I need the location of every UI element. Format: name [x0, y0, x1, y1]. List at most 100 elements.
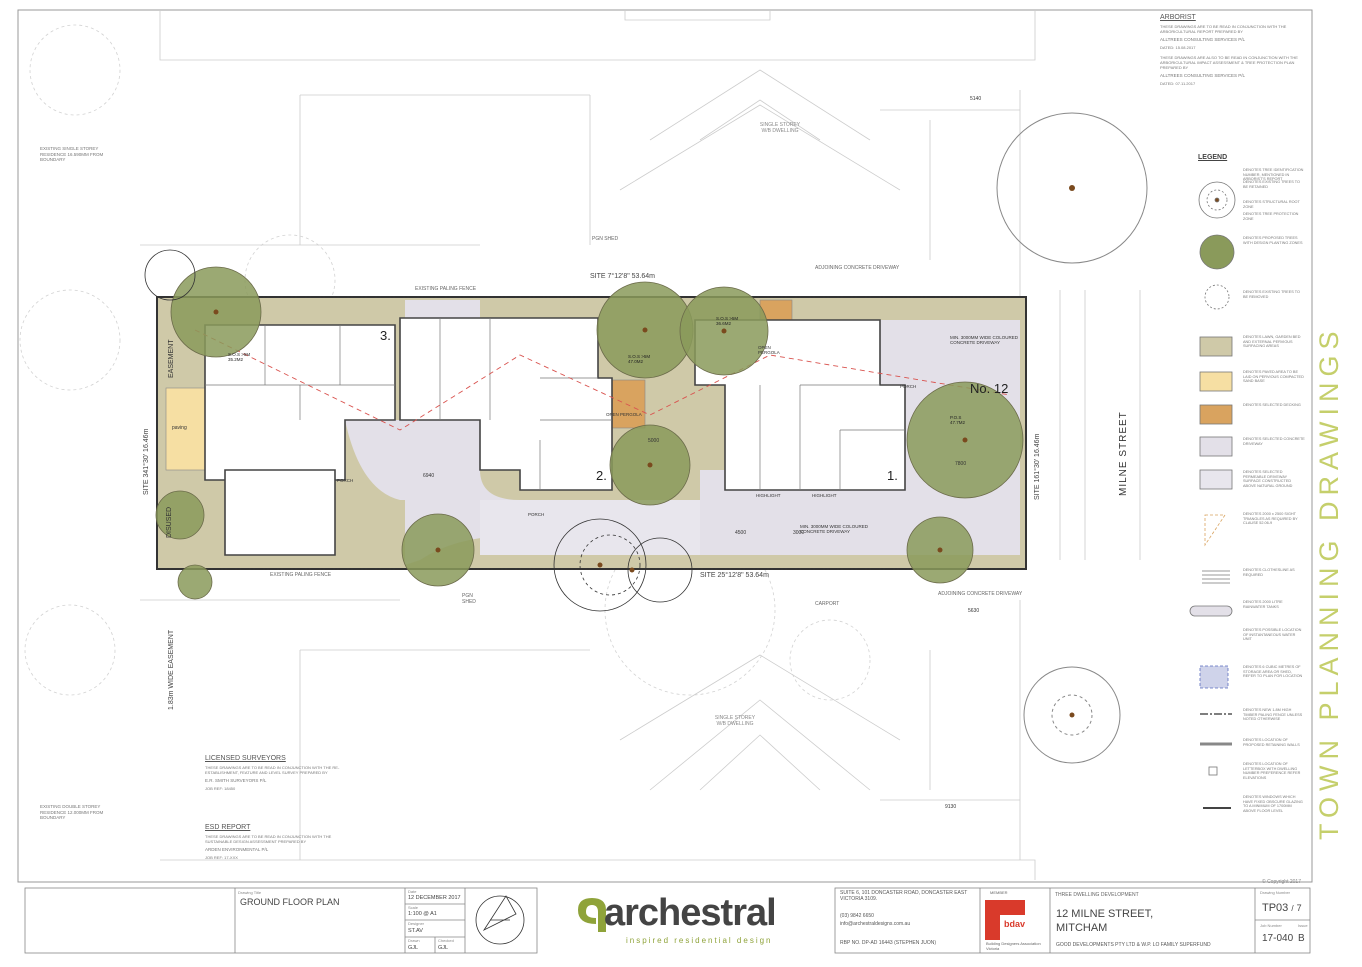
legend-item-text: DENOTES POSSIBLE LOCATION OF INSTANTANEO…: [1243, 628, 1302, 642]
site-plan: [156, 296, 1027, 570]
surveyors-heading: LICENSED SURVEYORS: [205, 755, 286, 762]
drawing-title-label: Drawing Title: [238, 890, 262, 895]
unit-2-label: 2.: [596, 468, 607, 483]
legend-item-text: DENOTES WINDOWS WHICH HAVE FIXED OBSCURE…: [1243, 795, 1303, 813]
scale-label: Scale: [408, 905, 419, 910]
arborist-date: DATED: 15.08.2017: [1160, 45, 1196, 50]
legend-item-removed-tree: DENOTES EXISTING TREES TO BE REMOVED: [1243, 290, 1305, 299]
adjoining-driveway-label: ADJOINING CONCRETE DRIVEWAY: [938, 591, 1023, 597]
date-label: Date: [408, 889, 417, 894]
arborist-note-2: THESE DRAWINGS ARE ALSO TO BE READ IN CO…: [1160, 55, 1298, 70]
site-boundary-south: SITE 25°12'8" 53.64m: [700, 572, 769, 579]
legend-item-storage: DENOTES 6 CUBIC METRES OF STORAGE AREA O…: [1243, 665, 1305, 679]
company-address: SUITE 6, 101 DONCASTER ROAD, DONCASTER E…: [840, 890, 968, 902]
legend-item-sight-triangle: DENOTES 2000 x 2500 SIGHT TRIANGLES AS R…: [1243, 512, 1305, 526]
legend-heading: LEGEND: [1198, 154, 1228, 161]
title-block-frame: [24, 887, 1311, 954]
carport-label: CARPORT: [815, 601, 840, 607]
site-boundary-north: SITE 7°12'8" 53.64m: [590, 273, 656, 280]
scale-value: 1:100 @ A1: [408, 911, 437, 917]
member-label: MEMBER: [990, 890, 1008, 895]
north-arrow: [475, 895, 525, 945]
legend-item-root-zone: DENOTES STRUCTURAL ROOT ZONE: [1243, 200, 1305, 209]
legend-item-existing-tree: DENOTES EXISTING TREES TO BE RETAINED: [1243, 180, 1305, 189]
street-name: MILNE STREET: [1118, 411, 1129, 496]
surveyors-note: THESE DRAWINGS ARE TO BE READ IN CONJUNC…: [205, 765, 340, 775]
drawing-title: GROUND FLOOR PLAN: [240, 897, 340, 907]
existing-fence-label: EXISTING PALING FENCE: [415, 286, 477, 292]
client-name: GOOD DEVELOPMENTS PTY LTD & W.P. LO FAMI…: [1056, 942, 1211, 948]
legend-item-text: DENOTES TREE IDENTIFICATION NUMBER, MENT…: [1243, 168, 1304, 182]
legend-item-text: DENOTES LAWN, GARDEN BED AND EXTERNAL PE…: [1243, 335, 1301, 349]
easement-label: EASEMENT: [168, 339, 175, 378]
legend-item-rainwater-tank: DENOTES 2000 LITRE RAINWATER TANKS: [1243, 600, 1305, 609]
bdav-logo: bdav: [1004, 919, 1026, 929]
arborist-firm-2: ALLTREES CONSULTING SERVICES P/L: [1160, 73, 1246, 78]
shed-label: PGN SHED: [592, 236, 619, 242]
issue-label: Issue: [1298, 923, 1308, 928]
legend-item-permeable: DENOTES SELECTED PERMEABLE DRIVEWAY SURF…: [1243, 470, 1305, 488]
highlight-label: HIGHLIGHT: [756, 493, 781, 498]
esd-block: ESD REPORT THESE DRAWINGS ARE TO BE READ…: [205, 824, 355, 860]
company-phone: (03) 9842 6650: [840, 913, 874, 919]
porch-label: PORCH: [337, 478, 354, 483]
company-logo: archestral: [604, 892, 777, 934]
shed-label: PGN SHED: [462, 593, 476, 605]
legend-item-text: DENOTES EXISTING TREES TO BE REMOVED: [1243, 290, 1300, 299]
vertical-title: TOWN PLANNING DRAWINGS: [1318, 325, 1344, 840]
open-pergola-label: OPEN PERGOLA: [758, 345, 780, 355]
site-boundary-east: SITE 161°30' 16.46m: [1034, 433, 1041, 500]
rbp-number: RBP NO. DP-AD 16443 (STEPHEN JUON): [840, 940, 937, 946]
unit-3-label: 3.: [380, 328, 391, 343]
driveway-label: MIN. 3000MM WIDE COLOURED CONCRETE DRIVE…: [800, 524, 869, 534]
project-address-1: 12 MILNE STREET,: [1056, 908, 1154, 920]
legend-item-water-meter: DENOTES POSSIBLE LOCATION OF INSTANTANEO…: [1243, 628, 1305, 642]
issue-value: B: [1298, 933, 1305, 944]
legend-item-fence: DENOTES NEW 1.8M HIGH TIMBER PALING FENC…: [1243, 708, 1305, 722]
legend-item-decking: DENOTES SELECTED DECKING: [1243, 403, 1305, 408]
porch-label: PORCH: [900, 384, 917, 389]
arborist-date-2: DATED: 07.11.2017: [1160, 81, 1196, 86]
legend-item-text: DENOTES 6 CUBIC METRES OF STORAGE AREA O…: [1243, 665, 1303, 679]
date-value: 12 DECEMBER 2017: [408, 895, 461, 901]
surveyors-firm: E.R. SMITH SURVEYORS P/L: [205, 778, 267, 783]
legend-item-text: DENOTES SELECTED CONCRETE DRIVEWAY: [1243, 437, 1305, 446]
surveyors-block: LICENSED SURVEYORS THESE DRAWINGS ARE TO…: [205, 755, 355, 791]
unit-1-label: 1.: [887, 468, 898, 483]
dim-label: 5000: [648, 438, 660, 444]
dim-label: 9130: [945, 804, 957, 810]
project-address-2: MITCHAM: [1056, 922, 1108, 934]
legend-item-retaining: DENOTES LOCATION OF PROPOSED RETAINING W…: [1243, 738, 1305, 747]
drawn-value: GJL: [408, 945, 419, 951]
job-number: 17-040: [1262, 933, 1294, 944]
designer-label: Designer: [408, 921, 425, 926]
legend-item-text: DENOTES SELECTED DECKING: [1243, 403, 1301, 407]
company-tagline: inspired residential design: [626, 936, 773, 945]
designer-value: ST.AV: [408, 928, 423, 934]
dim-label: 3000: [793, 530, 805, 536]
arborist-block: ARBORIST THESE DRAWINGS ARE TO BE READ I…: [1160, 14, 1310, 86]
legend-item-text: DENOTES EXISTING TREES TO BE RETAINED: [1243, 180, 1300, 189]
drawing-number: TP03 / 7: [1262, 902, 1302, 914]
drawing-number-label: Drawing Number: [1260, 890, 1291, 895]
esd-ref: JOB REF: 17-XXX: [205, 855, 238, 860]
legend-item-text: DENOTES 2000 x 2500 SIGHT TRIANGLES AS R…: [1243, 512, 1298, 526]
legend-item-text: DENOTES LOCATION OF PROPOSED RETAINING W…: [1243, 738, 1300, 747]
legend-item-lawn: DENOTES LAWN, GARDEN BED AND EXTERNAL PE…: [1243, 335, 1305, 349]
checked-value: GJL: [438, 945, 449, 951]
dim-label: 4500: [735, 530, 747, 536]
dim-label: 5140: [970, 96, 982, 102]
arborist-firm: ALLTREES CONSULTING SERVICES P/L: [1160, 37, 1246, 42]
legend-item-text: DENOTES TREE PROTECTION ZONE: [1243, 212, 1299, 221]
existing-residence-note: EXISTING DOUBLE STOREY RESIDENCE 12.000M…: [40, 804, 104, 820]
job-number-label: Job Number: [1260, 923, 1282, 928]
existing-fence-label: EXISTING PALING FENCE: [270, 572, 332, 578]
svg-text:TOWN PLANNING DRAWINGS: TOWN PLANNING DRAWINGS: [1318, 325, 1344, 840]
legend-swatches: [1189, 181, 1236, 809]
company-email: info@archestraldesigns.com.au: [840, 921, 911, 927]
dim-label: 7800: [955, 461, 967, 467]
checked-label: Checked: [438, 938, 454, 943]
drawn-label: Drawn: [408, 938, 420, 943]
disused-label: DISUSED: [166, 506, 173, 538]
